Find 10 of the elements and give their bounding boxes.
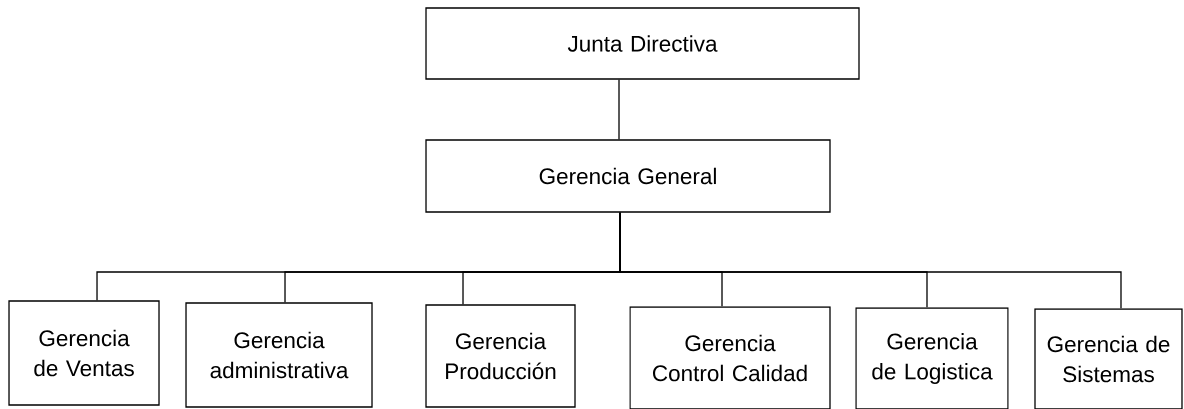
org-box: Gerencia de Ventas bbox=[8, 300, 160, 406]
org-box: Gerencia de Logistica bbox=[855, 307, 1009, 409]
org-box: Junta Directiva bbox=[425, 7, 860, 80]
org-box: Gerencia Control Calidad bbox=[629, 306, 831, 409]
connector-line bbox=[619, 212, 1122, 309]
org-box: Gerencia Producción bbox=[425, 304, 576, 408]
org-box: Gerencia de Sistemas bbox=[1034, 308, 1183, 409]
org-box: Gerencia General bbox=[425, 139, 831, 213]
org-box: Gerencia administrativa bbox=[185, 302, 373, 408]
connector-line bbox=[618, 79, 620, 140]
